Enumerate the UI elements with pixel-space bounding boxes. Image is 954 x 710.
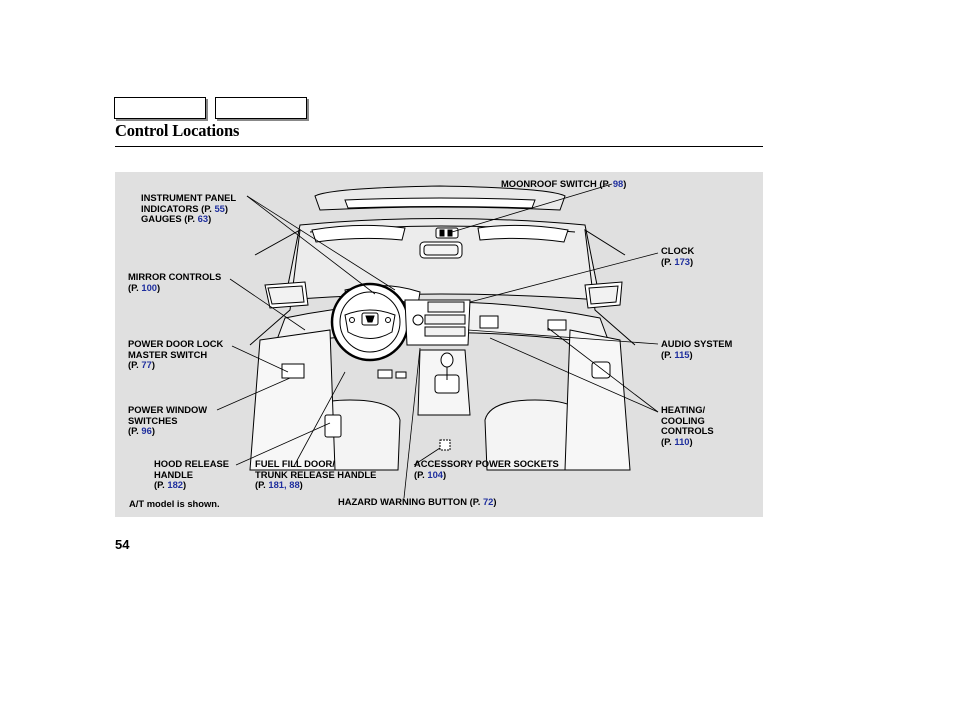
label-hood-release: HOOD RELEASE HANDLE (P. 182) [154,458,230,490]
page-number: 54 [115,537,130,552]
page-link-110[interactable]: 110 [674,435,690,447]
page-link-182[interactable]: 182 [167,479,184,490]
page-link-100[interactable]: 100 [141,281,158,293]
page-link-55[interactable]: 55 [214,202,225,214]
page-link-181-88[interactable]: 181, 88 [268,479,300,490]
label-mirror-controls: MIRROR CONTROLS (P. 100) [128,271,222,293]
label-accessory-power-sockets: ACCESSORY POWER SOCKETS (P. 104) [414,458,559,480]
page-link-63[interactable]: 63 [197,213,209,224]
label-audio-system: AUDIO SYSTEM (P. 115) [661,338,733,360]
page-link-104[interactable]: 104 [427,468,444,480]
label-fuel-fill-door: FUEL FILL DOOR/ TRUNK RELEASE HANDLE (P.… [255,458,377,490]
label-instrument-panel: INSTRUMENT PANEL INDICATORS (P. 55) GAUG… [141,192,237,224]
label-heating-cooling: HEATING/ COOLING CONTROLS (P. 110) [661,404,714,447]
title-rule [115,146,763,147]
nav-tab-right[interactable] [215,97,307,119]
page-title: Control Locations [115,121,240,140]
page-link-115[interactable]: 115 [674,348,690,360]
label-power-window-switches: POWER WINDOW SWITCHES (P. 96) [128,404,208,436]
page-link-72[interactable]: 72 [482,496,494,507]
label-hazard-warning-button: HAZARD WARNING BUTTON (P. 72) [338,496,497,507]
page-link-77[interactable]: 77 [141,359,152,370]
model-note: A/T model is shown. [129,498,220,509]
label-moonroof-switch: MOONROOF SWITCH (P. 98) [501,178,627,189]
label-power-door-lock: POWER DOOR LOCK MASTER SWITCH (P. 77) [128,338,224,370]
page-link-96[interactable]: 96 [141,425,152,436]
nav-tab-left[interactable] [114,97,206,119]
page-link-98[interactable]: 98 [612,178,624,189]
page-link-173[interactable]: 173 [674,255,691,267]
label-clock: CLOCK (P. 173) [661,245,695,267]
